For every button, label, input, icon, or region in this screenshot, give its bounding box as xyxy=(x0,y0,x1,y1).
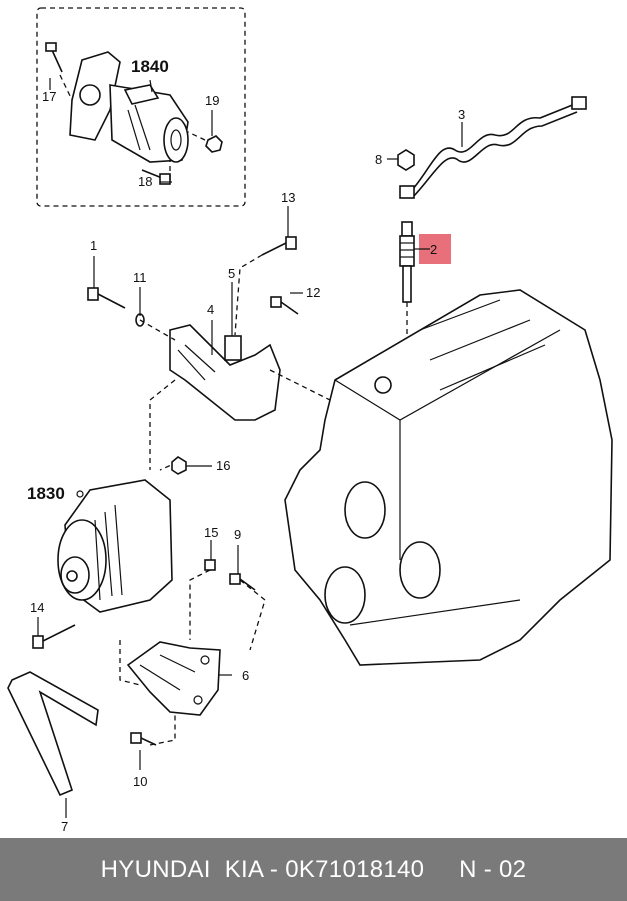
callout-16: 16 xyxy=(216,458,230,473)
callout-12: 12 xyxy=(306,285,320,300)
callout-10: 10 xyxy=(133,774,147,789)
bolt-13 xyxy=(261,236,297,256)
callout-11: 11 xyxy=(133,270,147,285)
glow-plug-harness xyxy=(399,96,587,199)
starter-group-label: 1840 xyxy=(131,57,169,76)
callout-1: 1 xyxy=(90,238,97,253)
bolt-14 xyxy=(32,624,76,649)
callout-4: 4 xyxy=(207,302,214,317)
leader-lines xyxy=(37,78,463,818)
nut-16 xyxy=(171,456,187,475)
drive-belt xyxy=(7,671,99,797)
callout-14: 14 xyxy=(30,600,44,615)
callout-6: 6 xyxy=(242,668,249,683)
bolt-10 xyxy=(130,732,157,746)
callout-19: 19 xyxy=(205,93,219,108)
starter-inset-box xyxy=(36,7,246,207)
starter-group-tick xyxy=(149,79,153,93)
glow-plug xyxy=(399,221,415,420)
alternator xyxy=(57,479,173,613)
mounting-bracket xyxy=(169,324,281,421)
alternator-group-label: 1830 xyxy=(27,484,65,503)
starter-motor xyxy=(69,51,189,163)
alternator-group-marker xyxy=(76,490,84,498)
bolt-9 xyxy=(229,573,256,591)
alternator-bracket xyxy=(126,641,221,716)
engine-block xyxy=(284,289,613,666)
callout-2: 2 xyxy=(430,242,437,257)
parts-diagram: 1840 1830 1 2 3 4 5 6 7 8 9 10 11 12 13 … xyxy=(7,7,613,834)
part-number-text: HYUNDAI KIA - 0K71018140 N - 02 xyxy=(100,855,527,883)
callout-13: 13 xyxy=(281,190,295,205)
bolt-12 xyxy=(270,296,299,315)
footer-bar: HYUNDAI KIA - 0K71018140 N - 02 xyxy=(0,838,627,901)
callout-3: 3 xyxy=(458,107,465,122)
callout-15: 15 xyxy=(204,525,218,540)
bolt-17 xyxy=(45,42,63,73)
callout-5: 5 xyxy=(228,266,235,281)
nut-19 xyxy=(205,135,223,153)
callout-7: 7 xyxy=(61,819,68,834)
callout-9: 9 xyxy=(234,527,241,542)
callout-18: 18 xyxy=(138,174,152,189)
nut-8 xyxy=(397,149,415,171)
bolt-15 xyxy=(204,559,216,571)
callout-8: 8 xyxy=(375,152,382,167)
bolt-1 xyxy=(87,287,126,309)
callout-17: 17 xyxy=(42,89,56,104)
